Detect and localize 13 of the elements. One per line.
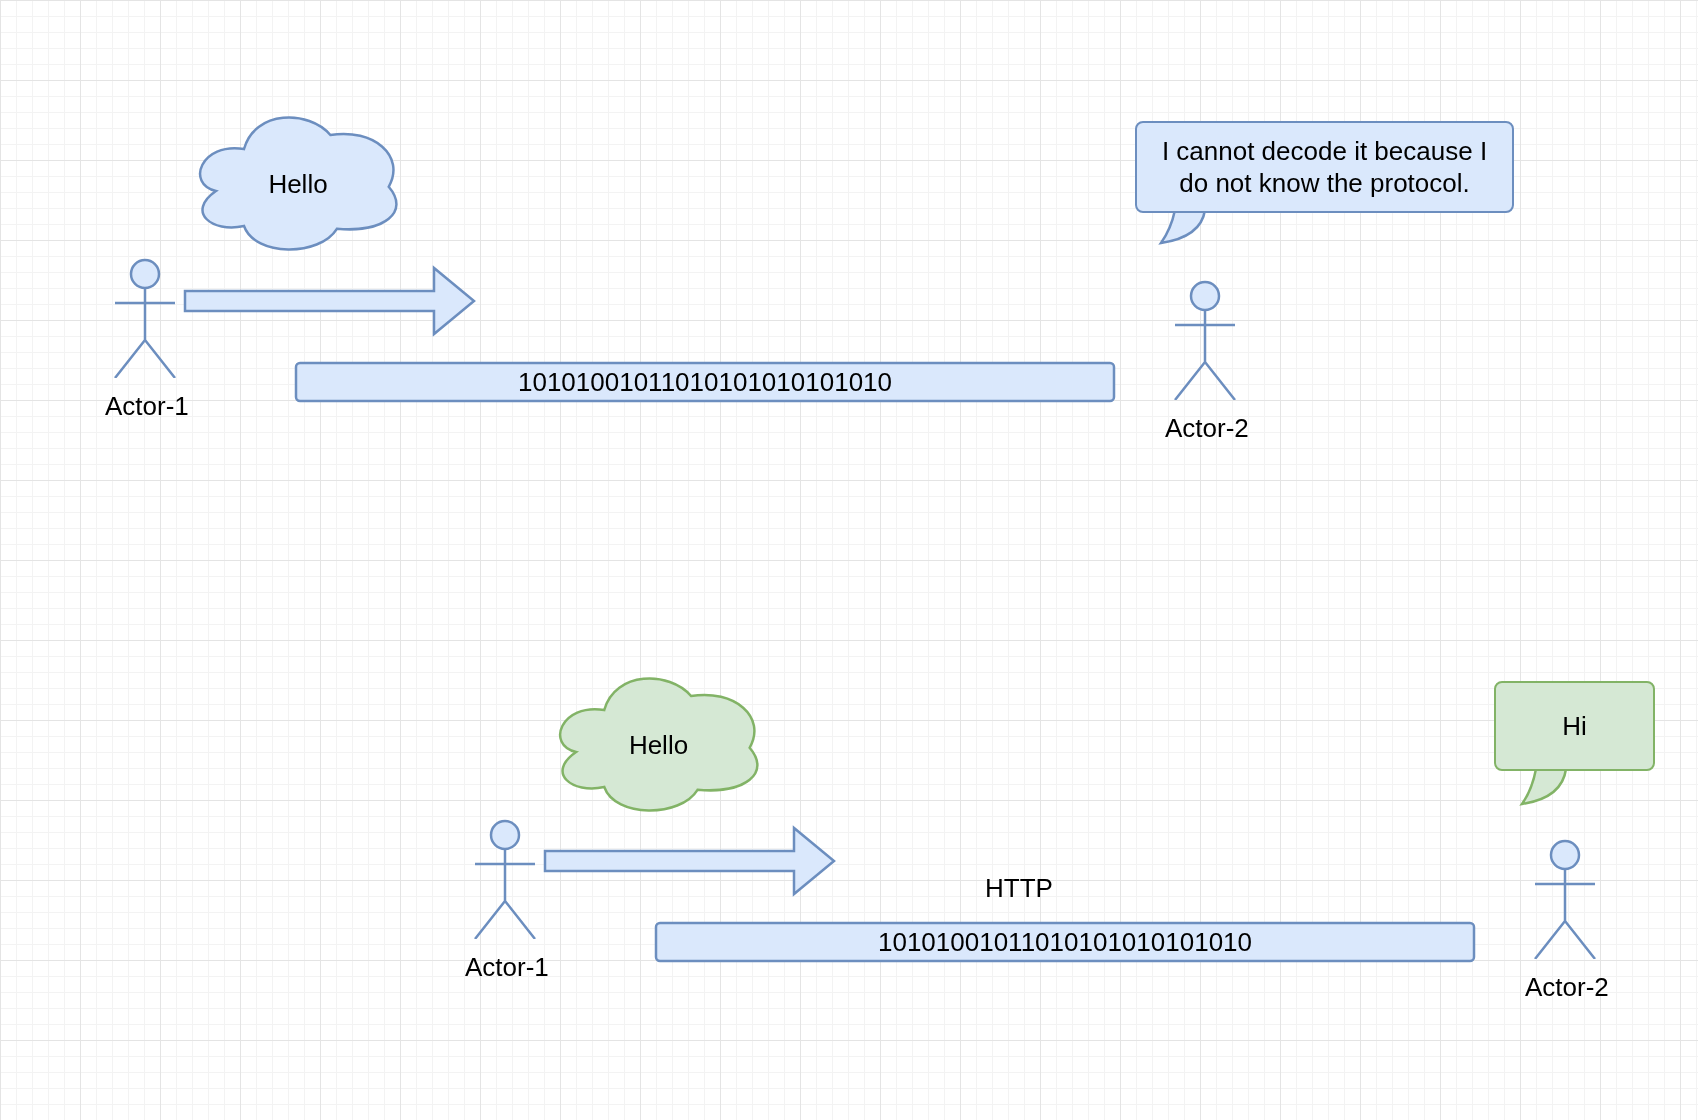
message-text: I cannot decode it because I do not know the protocol. xyxy=(1160,135,1489,199)
actor-label: Actor-1 xyxy=(105,390,189,422)
block-arrow xyxy=(183,265,476,337)
message-text: Hello xyxy=(628,729,689,761)
block-arrow xyxy=(543,825,836,897)
actor-label: Actor-2 xyxy=(1165,412,1249,444)
protocol-label: HTTP xyxy=(985,872,1053,904)
binary-message: 10101001011010101010101010 xyxy=(518,366,892,398)
binary-message: 10101001011010101010101010 xyxy=(878,926,1252,958)
message-text: Hi xyxy=(1562,710,1587,742)
actor-label: Actor-2 xyxy=(1525,971,1609,1003)
message-text: Hello xyxy=(268,168,328,200)
actor-label: Actor-1 xyxy=(465,951,549,983)
